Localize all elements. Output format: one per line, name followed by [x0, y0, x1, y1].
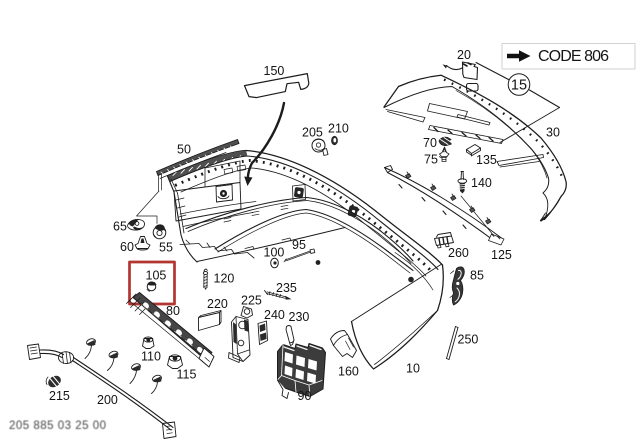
svg-text:65: 65: [113, 220, 127, 234]
svg-text:240: 240: [264, 308, 285, 322]
svg-text:105: 105: [146, 269, 167, 283]
svg-text:250: 250: [458, 333, 479, 347]
svg-text:215: 215: [49, 389, 70, 403]
svg-text:120: 120: [214, 272, 235, 286]
svg-text:260: 260: [448, 246, 469, 260]
svg-text:90: 90: [298, 389, 312, 403]
svg-text:55: 55: [159, 241, 173, 255]
svg-text:200: 200: [97, 393, 118, 407]
svg-text:95: 95: [292, 238, 306, 252]
svg-text:220: 220: [207, 297, 228, 311]
svg-text:125: 125: [491, 248, 512, 262]
svg-text:100: 100: [264, 246, 285, 260]
svg-text:20: 20: [457, 48, 471, 62]
svg-text:135: 135: [476, 153, 497, 167]
svg-text:160: 160: [338, 365, 359, 379]
svg-text:75: 75: [424, 153, 438, 167]
svg-text:70: 70: [423, 136, 437, 150]
svg-text:140: 140: [471, 176, 492, 190]
svg-text:205: 205: [302, 126, 323, 140]
svg-text:10: 10: [406, 362, 420, 376]
svg-text:85: 85: [470, 269, 484, 283]
svg-text:150: 150: [264, 64, 285, 78]
svg-text:230: 230: [289, 310, 310, 324]
svg-text:210: 210: [328, 122, 349, 136]
svg-text:60: 60: [120, 240, 134, 254]
svg-text:205 885 03 25 00: 205 885 03 25 00: [9, 420, 107, 432]
svg-text:CODE 806: CODE 806: [538, 48, 609, 65]
svg-text:225: 225: [241, 294, 262, 308]
svg-text:110: 110: [141, 350, 161, 364]
svg-text:235: 235: [276, 281, 297, 295]
svg-text:115: 115: [177, 368, 197, 382]
svg-text:80: 80: [166, 304, 180, 318]
svg-text:15: 15: [511, 78, 527, 94]
svg-text:30: 30: [546, 126, 560, 140]
svg-text:50: 50: [177, 143, 191, 157]
